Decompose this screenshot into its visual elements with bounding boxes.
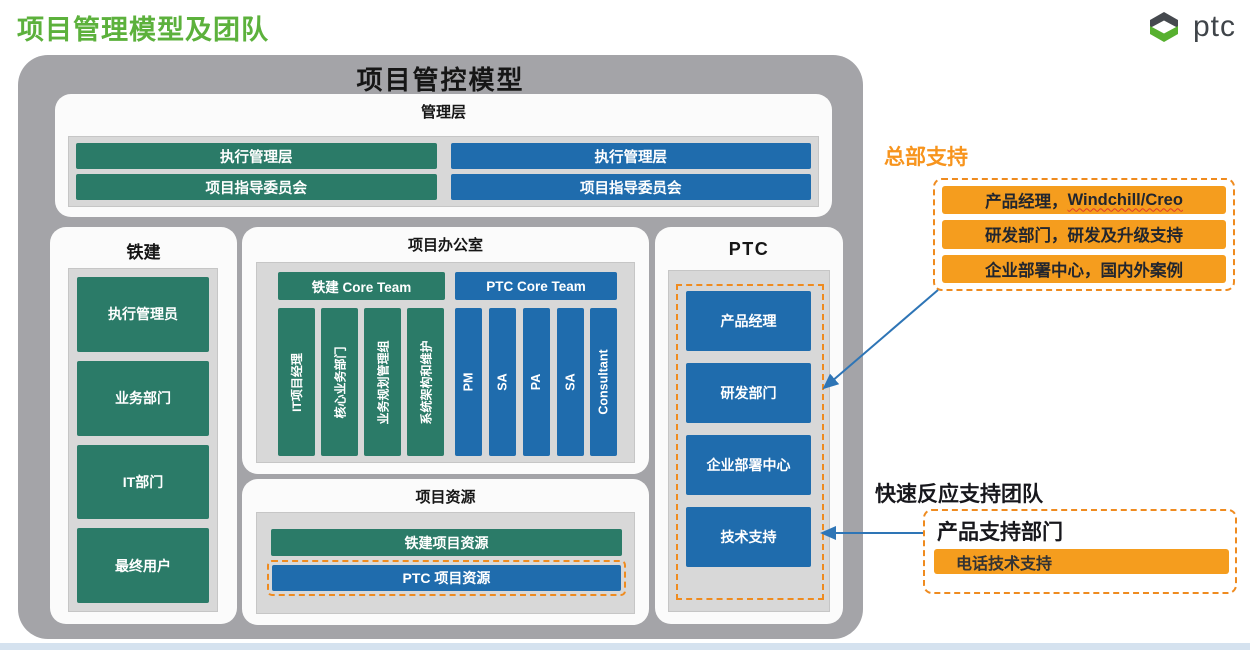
steering-committee-tiejian: 项目指导委员会: [76, 174, 437, 200]
page-title: 项目管理模型及团队: [17, 15, 269, 45]
management-grid: 执行管理层 执行管理层 项目指导委员会 项目指导委员会: [68, 136, 819, 207]
ptc-item: 技术支持: [686, 507, 811, 567]
steering-committee-ptc: 项目指导委员会: [450, 174, 811, 200]
ptc-role: Consultant: [590, 308, 617, 456]
tiejian-list: 执行管理员 业务部门 IT部门 最终用户: [68, 268, 218, 612]
tiejian-role-label: IT项目经理: [290, 352, 305, 412]
ptc-core-team-header: PTC Core Team: [455, 272, 617, 300]
model-title: 项目管控模型: [356, 65, 525, 95]
project-control-model-container: 项目管控模型 管理层 执行管理层 执行管理层 项目指导委员会 项目指导委员会 铁…: [18, 55, 863, 639]
ptc-item: 研发部门: [686, 363, 811, 423]
tiejian-item: IT部门: [77, 444, 209, 520]
ptc-item: 企业部署中心: [686, 435, 811, 495]
tiejian-role-label: 核心业务部门: [333, 345, 348, 419]
hq-support-item: 企业部署中心，国内外案例: [942, 254, 1226, 283]
ptc-role: SA: [557, 308, 584, 456]
phone-support-bar: 电话技术支持: [934, 549, 1229, 574]
tiejian-core-team-header: 铁建 Core Team: [278, 272, 445, 300]
product-support-dept: 产品支持部门: [937, 521, 1063, 544]
ptc-resource-bar: PTC 项目资源: [272, 565, 621, 591]
ptc-item: 产品经理: [686, 291, 811, 351]
tiejian-role: 核心业务部门: [321, 308, 358, 456]
ptc-section: PTC 产品经理 研发部门 企业部署中心 技术支持: [655, 227, 843, 624]
rapid-support-box: 产品支持部门 电话技术支持: [923, 509, 1237, 594]
ptc-role-label: Consultant: [596, 349, 611, 415]
management-label: 管理层: [420, 104, 466, 121]
project-office-label: 项目办公室: [407, 237, 483, 254]
project-resources-grid: 铁建项目资源 PTC 项目资源: [256, 512, 635, 614]
tiejian-item: 业务部门: [77, 360, 209, 436]
hq-support-item: 产品经理，Windchill/Creo: [942, 186, 1226, 215]
ptc-highlight-frame: [676, 284, 824, 600]
hq-item-text: 研发部门，研发及升级支持: [985, 227, 1183, 246]
tiejian-role: IT项目经理: [278, 308, 315, 456]
ptc-logo: ptc: [1142, 5, 1236, 49]
ptc-role-label: PM: [461, 372, 476, 392]
exec-mgmt-tiejian: 执行管理层: [76, 143, 437, 169]
tiejian-label: 铁建: [126, 243, 161, 262]
ptc-role: SA: [489, 308, 516, 456]
bottom-strip: [0, 643, 1250, 650]
ptc-logo-text: ptc: [1192, 10, 1236, 43]
tiejian-section: 铁建 执行管理员 业务部门 IT部门 最终用户: [50, 227, 237, 624]
ptc-resource-highlight: PTC 项目资源: [267, 560, 626, 596]
project-resources-section: 项目资源 铁建项目资源 PTC 项目资源: [242, 479, 649, 625]
ptc-role-label: PA: [529, 373, 544, 391]
hq-support-item: 研发部门，研发及升级支持: [942, 220, 1226, 249]
ptc-role-label: SA: [495, 373, 510, 391]
tiejian-item: 最终用户: [77, 528, 209, 603]
ptc-role: PM: [455, 308, 482, 456]
tiejian-resource-bar: 铁建项目资源: [271, 529, 622, 556]
ptc-list: 产品经理 研发部门 企业部署中心 技术支持: [668, 270, 830, 612]
project-office-grid: 铁建 Core Team PTC Core Team IT项目经理 核心业务部门…: [256, 262, 635, 463]
management-section: 管理层 执行管理层 执行管理层 项目指导委员会 项目指导委员会: [55, 94, 832, 217]
hq-item-text: 产品经理，: [985, 193, 1068, 212]
tiejian-role-label: 系统架构和维护: [419, 339, 434, 425]
hq-item-text: 企业部署中心，国内外案例: [985, 261, 1183, 280]
ptc-role: PA: [523, 308, 550, 456]
tiejian-role: 业务规划管理组: [364, 308, 401, 456]
project-office-section: 项目办公室 铁建 Core Team PTC Core Team IT项目经理 …: [242, 227, 649, 474]
hq-support-title: 总部支持: [884, 146, 968, 169]
tiejian-item: 执行管理员: [77, 277, 209, 352]
project-resources-label: 项目资源: [415, 489, 476, 506]
ptc-label: PTC: [728, 239, 770, 259]
tiejian-role-label: 业务规划管理组: [376, 339, 391, 425]
ptc-hexagon-icon: [1149, 12, 1178, 42]
hq-item-flagged-text: Windchill/Creo: [1067, 190, 1183, 209]
ptc-role-label: SA: [563, 373, 578, 391]
hq-support-box: 产品经理，Windchill/Creo 研发部门，研发及升级支持 企业部署中心，…: [933, 178, 1235, 291]
rapid-support-title: 快速反应支持团队: [875, 483, 1043, 506]
exec-mgmt-ptc: 执行管理层: [450, 143, 811, 169]
tiejian-role: 系统架构和维护: [407, 308, 444, 456]
